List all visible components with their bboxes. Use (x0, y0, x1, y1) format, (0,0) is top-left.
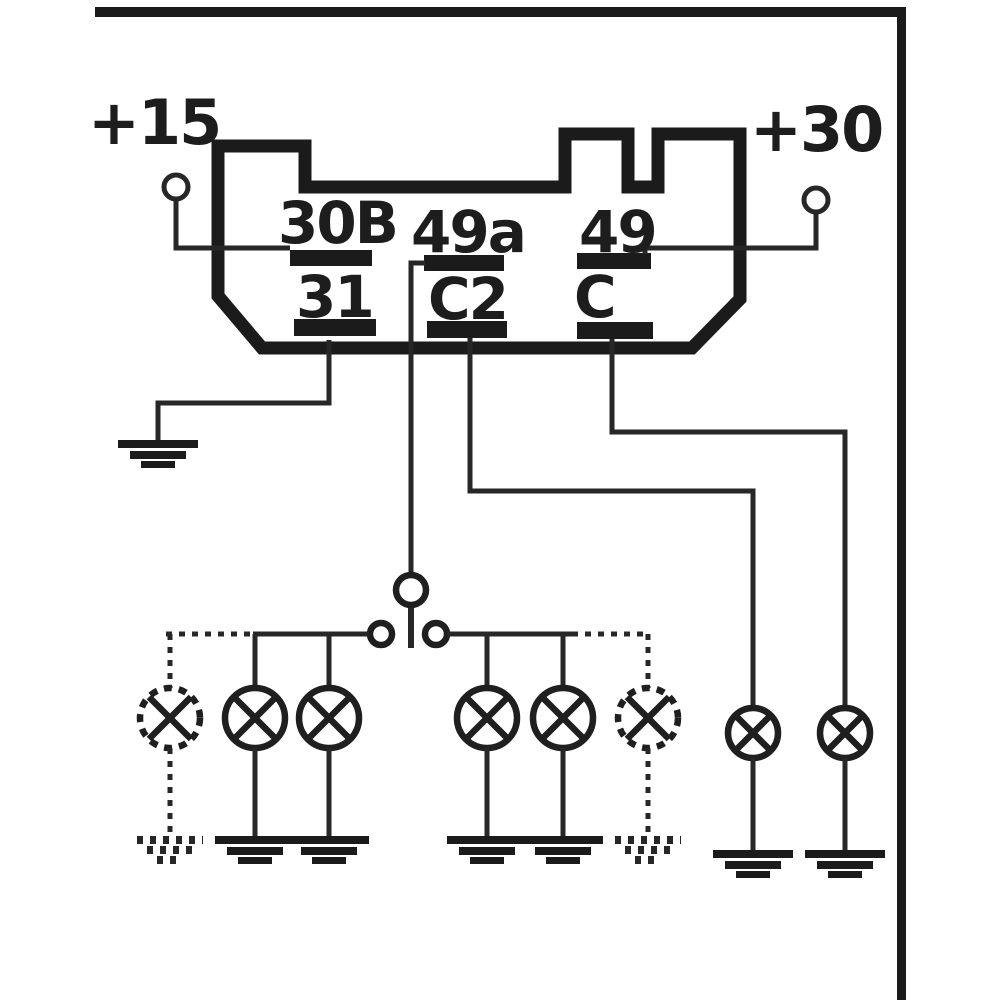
plus30-wire (642, 212, 819, 254)
ground-icon-indicator-right (805, 850, 885, 878)
wire-c-to-indicator-right (609, 339, 848, 708)
terminal-pad-49 (577, 253, 651, 269)
ground-icon-right-1 (447, 836, 527, 864)
lamp-icon-indicator-left (728, 708, 778, 758)
ground-icon-dashed-left (137, 840, 203, 860)
plus15-wire (173, 199, 290, 251)
top-border-bar (95, 7, 906, 17)
wire-c2-to-indicator-left (467, 338, 756, 708)
ground-icon-dashed-right (615, 840, 681, 860)
plus15-connector (161, 172, 290, 251)
wire-49a-to-switch (408, 260, 425, 575)
label-terminal-c2: C2 (428, 265, 509, 333)
label-terminal-c: C (574, 263, 617, 331)
lamp-left-3 (289, 634, 369, 864)
lamp-icon-right-3 (618, 688, 678, 748)
ground-icon-31 (118, 440, 198, 468)
ground-icon-indicator-left (713, 850, 793, 878)
switch-contacts (366, 571, 451, 649)
terminal-31-ground-branch (118, 340, 332, 468)
terminal-pad-30b (290, 250, 372, 266)
plus30-terminal-circle-icon (801, 185, 831, 215)
label-terminal-30b: 30B (278, 189, 399, 257)
label-terminal-31: 31 (296, 263, 375, 331)
lamp-left-1-dashed (137, 634, 203, 860)
lamp-right-2 (523, 634, 603, 864)
switch-left-contact-icon (366, 619, 396, 649)
terminal-pad-49a (424, 255, 504, 271)
lamp-icon-left-3 (299, 688, 359, 748)
plus15-terminal-circle-icon (161, 172, 191, 202)
right-border-bar (897, 7, 906, 1000)
lamp-icon-right-2 (533, 688, 593, 748)
switch-common-contact-icon (392, 571, 430, 609)
indicator-lamp-right (805, 708, 885, 878)
label-terminal-49a: 49a (411, 198, 527, 266)
lamp-left-2 (215, 634, 295, 864)
wire-31-to-ground (155, 340, 332, 440)
label-plus15: +15 (88, 86, 222, 159)
terminal-pad-c (577, 322, 653, 339)
plus30-connector (642, 185, 831, 254)
lamp-right-1 (447, 634, 527, 864)
relay-body-outline (211, 127, 747, 355)
lamp-icon-indicator-right (820, 708, 870, 758)
indicator-lamp-left (713, 708, 793, 878)
label-plus30: +30 (750, 93, 884, 166)
terminal-pad-31 (294, 319, 376, 336)
lamp-icon-right-1 (457, 688, 517, 748)
label-terminal-49: 49 (579, 198, 658, 266)
switch-right-contact-icon (421, 619, 451, 649)
ground-icon-right-2 (523, 836, 603, 864)
terminal-pad-c2 (427, 321, 507, 338)
lamp-icon-left-1 (140, 688, 200, 748)
ground-icon-left-3 (289, 836, 369, 864)
ground-icon-left-2 (215, 836, 295, 864)
lamp-icon-left-2 (225, 688, 285, 748)
lamp-right-3-dashed (615, 634, 681, 860)
